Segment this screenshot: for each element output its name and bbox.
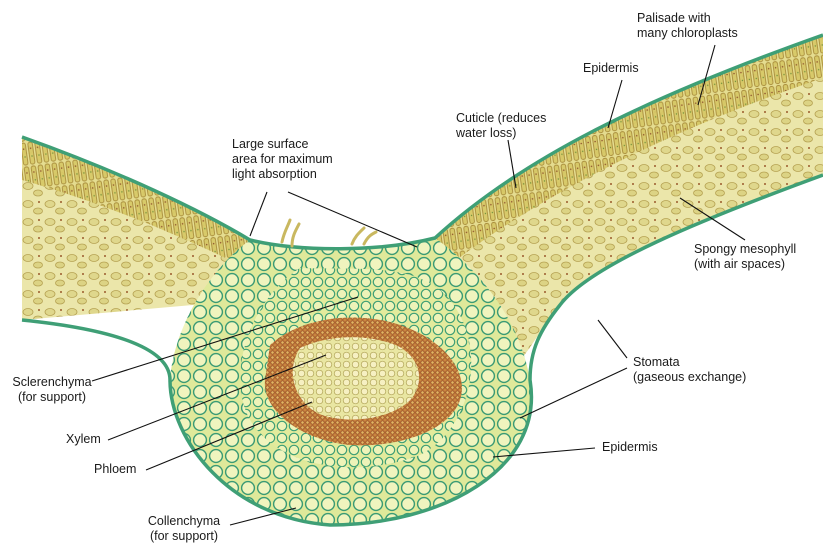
label-collenchyma: Collenchyma (for support) bbox=[138, 514, 230, 544]
leader-line-surface-area-1 bbox=[250, 192, 267, 236]
label-epidermis-bottom: Epidermis bbox=[602, 440, 658, 455]
label-palisade: Palisade with many chloroplasts bbox=[637, 11, 738, 41]
label-sclerenchyma: Sclerenchyma (for support) bbox=[6, 375, 98, 405]
label-spongy-mesophyll: Spongy mesophyll (with air spaces) bbox=[694, 242, 796, 272]
label-stomata: Stomata (gaseous exchange) bbox=[633, 355, 746, 385]
label-surface-area: Large surface area for maximum light abs… bbox=[232, 137, 333, 182]
label-epidermis-top: Epidermis bbox=[583, 61, 639, 76]
leader-line-stomata-1 bbox=[598, 320, 627, 358]
xylem-core bbox=[293, 337, 419, 419]
leader-line-surface-area-2 bbox=[288, 192, 417, 247]
label-cuticle: Cuticle (reduces water loss) bbox=[456, 111, 546, 141]
label-xylem: Xylem bbox=[66, 432, 101, 447]
label-phloem: Phloem bbox=[94, 462, 136, 477]
leader-line-stomata-2 bbox=[520, 368, 627, 418]
